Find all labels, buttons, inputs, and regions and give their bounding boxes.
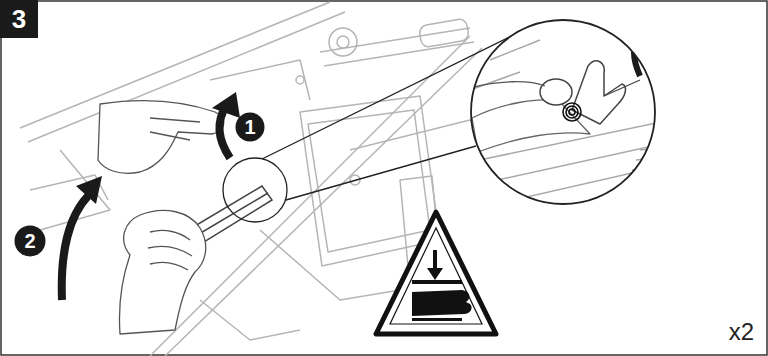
- detail-magnifier: [563, 103, 581, 121]
- stroller-frame: [418, 18, 469, 48]
- pinch-warning-symbol: [376, 212, 496, 334]
- pinch-warning-symbol: [376, 212, 496, 334]
- callout-number: 2: [14, 225, 46, 257]
- pinch-warning-symbol: [390, 228, 482, 324]
- rotation-arrow: [62, 196, 88, 300]
- hand: [98, 101, 224, 174]
- stroller-frame: [296, 76, 304, 84]
- detail-magnifier: [569, 109, 575, 115]
- detail-magnifier: [566, 106, 578, 118]
- pinch-warning-symbol: [412, 318, 462, 321]
- stroller-frame: [324, 42, 474, 66]
- callout-number: 1: [244, 117, 255, 137]
- detail-magnifier: [471, 20, 655, 204]
- stroller-frame: [20, 2, 520, 356]
- stroller-frame: [200, 300, 300, 340]
- hand: [119, 210, 205, 334]
- pinch-warning-symbol: [412, 290, 472, 316]
- stroller-frame: [165, 48, 482, 356]
- detail-magnifier: [480, 188, 680, 230]
- step-number: 3: [0, 0, 38, 38]
- hand: [150, 118, 200, 140]
- callout-number: 1: [235, 112, 265, 142]
- detail-magnifier: [540, 79, 572, 105]
- detail-magnifier: [470, 24, 688, 230]
- pinch-warning-symbol: [412, 280, 462, 284]
- stroller-frame: [300, 96, 440, 266]
- magnifier-leader: [223, 158, 287, 222]
- detail-magnifier: [604, 80, 640, 96]
- detail-magnifier: [471, 20, 655, 204]
- detail-magnifier: [470, 20, 688, 230]
- stroller-frame: [320, 28, 470, 52]
- rotation-arrow: [212, 92, 240, 118]
- detail-magnifier: [470, 40, 688, 230]
- detail-magnifier: [563, 103, 581, 121]
- step-box: [0, 0, 38, 38]
- rotation-arrow: [62, 176, 102, 300]
- detail-magnifier: [630, 24, 652, 44]
- quantity-note: x2: [729, 320, 754, 344]
- callout-circle: [236, 113, 265, 142]
- stroller-frame: [329, 28, 357, 56]
- hand: [119, 210, 205, 334]
- detail-magnifier: [645, 50, 671, 190]
- stroller-frame: [210, 60, 310, 100]
- callout-circle: [15, 226, 46, 257]
- stroller-frame: [308, 110, 430, 252]
- rotation-arrow: [76, 176, 102, 204]
- callout-number: 2: [24, 231, 35, 251]
- stroller-frame: [337, 36, 349, 48]
- stroller-frame: [260, 230, 400, 300]
- pinch-warning-symbol: [427, 268, 443, 280]
- detail-magnifier: [628, 146, 680, 180]
- hand: [98, 101, 224, 174]
- hand: [148, 230, 192, 270]
- step-number: 3: [12, 6, 26, 32]
- detail-magnifier: [470, 82, 545, 88]
- magnifier-leader: [286, 146, 476, 200]
- detail-magnifier: [660, 40, 688, 190]
